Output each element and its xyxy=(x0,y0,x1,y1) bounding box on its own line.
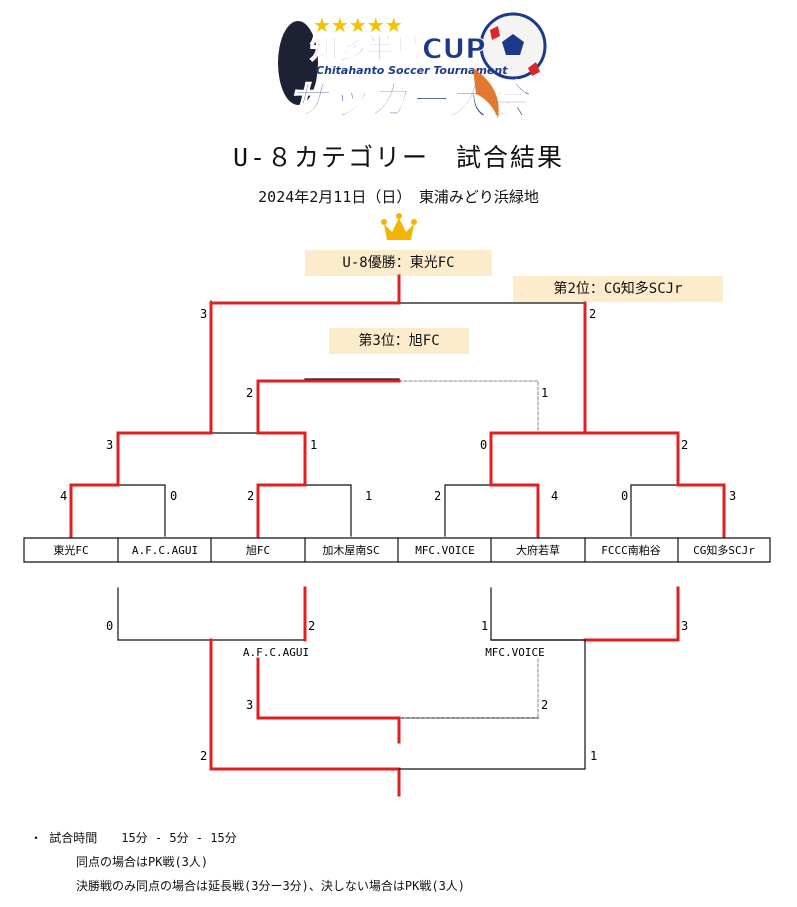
team-name: 東光FC xyxy=(53,543,88,557)
score: 4 xyxy=(551,489,558,503)
score: 2 xyxy=(589,307,596,321)
note-line: ・ 試合時間 15分 - 5分 - 15分 xyxy=(30,831,237,845)
lower-team-label: MFC.VOICE xyxy=(485,646,545,659)
page-title: U-８カテゴリー 試合結果 xyxy=(232,143,565,172)
team-name: 旭FC xyxy=(246,543,270,557)
team-name: CG知多SCJr xyxy=(693,543,755,557)
score: 1 xyxy=(541,386,548,400)
bracket-lines xyxy=(23,300,771,770)
lower-team-label: A.F.C.AGUI xyxy=(243,646,309,659)
note-line: 決勝戦のみ同点の場合は延長戦(3分ー3分)、決しない場合はPK戦(3人) xyxy=(76,879,466,893)
team-name: A.F.C.AGUI xyxy=(132,544,198,557)
score: 1 xyxy=(310,438,317,452)
score: 3 xyxy=(246,698,253,712)
score: 2 xyxy=(541,698,548,712)
score: 3 xyxy=(681,619,688,633)
note-line: 同点の場合はPK戦(3人) xyxy=(76,855,209,869)
score: 3 xyxy=(729,489,736,503)
score: 2 xyxy=(246,386,253,400)
second-place-banner: 第2位：CG知多SCJr xyxy=(513,276,723,302)
winner-banner: U-8優勝：東光FC xyxy=(305,250,492,276)
dashed-lines xyxy=(398,380,539,719)
score: 2 xyxy=(434,489,441,503)
score: 1 xyxy=(590,749,597,763)
third-place-banner: 第3位：旭FC xyxy=(329,328,469,354)
score: 0 xyxy=(106,619,113,633)
tournament-logo: ★★★★★ 知多半島CUP Chitahanto Soccer Tourname… xyxy=(278,12,547,125)
score: 2 xyxy=(247,489,254,503)
score: 4 xyxy=(60,489,67,503)
score: 1 xyxy=(481,619,488,633)
logo-line1: 知多半島CUP xyxy=(310,32,486,65)
team-name: 加木屋南SC xyxy=(322,544,379,557)
lower-round1-scores: 0 2 1 3 xyxy=(106,619,688,633)
score: 3 xyxy=(106,438,113,452)
date-venue: 2024年2月11日（日） 東浦みどり浜緑地 xyxy=(258,188,539,206)
team-name: 大府若草 xyxy=(516,543,560,557)
score: 0 xyxy=(621,489,628,503)
team-name: MFC.VOICE xyxy=(415,544,475,557)
winner-paths xyxy=(69,274,726,797)
lower-team-labels: A.F.C.AGUI MFC.VOICE xyxy=(243,646,545,659)
player-silhouette xyxy=(278,21,318,105)
logo-line3: サッカー大会 xyxy=(288,78,533,124)
round1-scores: 4 0 2 1 2 4 0 3 xyxy=(60,489,736,503)
score: 2 xyxy=(308,619,315,633)
score: 2 xyxy=(200,749,207,763)
score: 3 xyxy=(200,307,207,321)
final-scores: 2 1 3 2 xyxy=(200,307,596,400)
stars-icon: ★★★★★ xyxy=(313,13,403,37)
round2-scores: 3 1 0 2 xyxy=(106,438,688,452)
score: 0 xyxy=(170,489,177,503)
notes: ・ 試合時間 15分 - 5分 - 15分 同点の場合はPK戦(3人) 決勝戦の… xyxy=(30,826,465,898)
crown-icon xyxy=(381,213,417,240)
score: 0 xyxy=(480,438,487,452)
score: 2 xyxy=(681,438,688,452)
score: 1 xyxy=(365,489,372,503)
lower-round2-scores: 3 2 2 1 xyxy=(200,698,597,763)
team-row: 東光FC A.F.C.AGUI 旭FC 加木屋南SC MFC.VOICE 大府若… xyxy=(53,543,755,557)
logo-line2: Chitahanto Soccer Tournament xyxy=(316,64,508,77)
team-name: FCCC南粕谷 xyxy=(601,543,661,557)
